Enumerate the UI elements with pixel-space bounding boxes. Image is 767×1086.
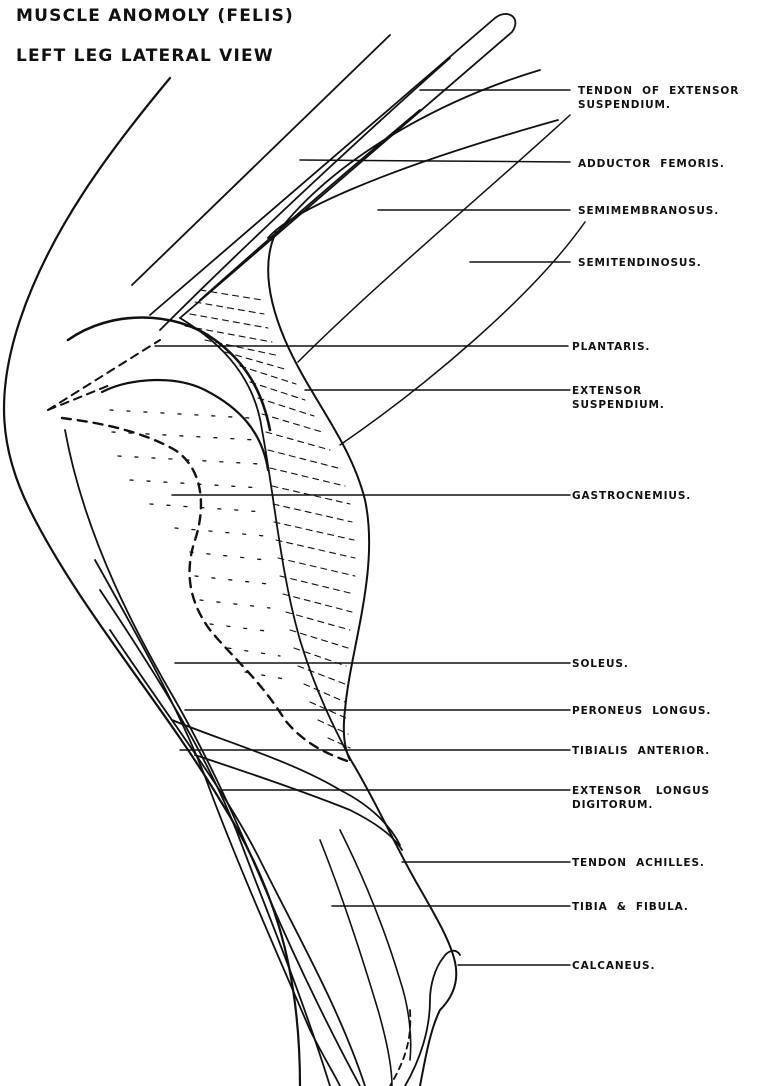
extensor-bulge [172,720,400,845]
label-semimembranosus: SEMIMEMBRANOSUS. [578,204,719,218]
calcaneus-tip [443,951,460,958]
label-calcaneus: CALCANEUS. [572,959,655,973]
muscle-hatching [185,290,355,748]
label-gastrocnemius: GASTROCNEMIUS. [572,489,691,503]
leader-semitendinosus-diag [340,222,585,445]
calcaneus-dashed [390,1010,410,1086]
title-line-2: LEFT LEG LATERAL VIEW [16,46,274,66]
label-tibialis-anterior: TIBIALIS ANTERIOR. [572,744,710,758]
label-tendon-of-extensor-suspendium: TENDON OF EXTENSOR SUSPENDIUM. [578,84,739,112]
leader-adductor [300,160,570,162]
adductor-outer-line [160,58,450,330]
knee-dashed-bottom [48,385,110,410]
label-tibia-fibula: TIBIA & FIBULA. [572,900,689,914]
semitendinosus-curve [268,232,369,760]
label-peroneus-longus: PERONEUS LONGUS. [572,704,711,718]
label-plantaris: PLANTARIS. [572,340,650,354]
achilles-tendon [352,762,456,1086]
plantaris-curve [180,318,352,762]
gastrocnemius-inner-curve [102,380,268,470]
peroneus-line [65,430,360,1086]
label-tendon-achilles: TENDON ACHILLES. [572,856,705,870]
semimembranosus-boundary [268,120,558,238]
outer-leg-outline [4,78,300,1086]
knee-dashed-top [48,340,160,410]
leader-lines [155,90,585,965]
label-semitendinosus: SEMITENDINOSUS. [578,256,702,270]
title-line-1: MUSCLE ANOMOLY (FELIS) [16,6,294,26]
tibia-inner-line-2 [320,840,392,1086]
label-soleus: SOLEUS. [572,657,629,671]
tibia-inner-line [340,830,411,1060]
label-adductor-femoris: ADDUCTOR FEMORIS. [578,157,725,171]
label-extensor-suspendium: EXTENSOR SUSPENDIUM. [572,384,665,412]
label-extensor-longus-digitorum: EXTENSOR LONGUS DIGITORUM. [572,784,710,812]
